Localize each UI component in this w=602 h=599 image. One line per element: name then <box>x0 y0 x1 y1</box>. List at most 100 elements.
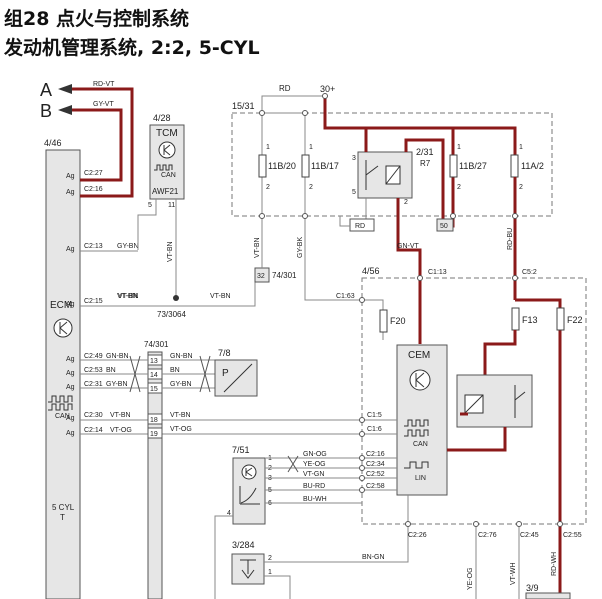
ecm-ag: Ag <box>66 356 75 363</box>
cem-pin: C2:34 <box>366 461 385 468</box>
fuse-11b20: 11B/20 <box>258 113 296 216</box>
connection-nodes <box>259 93 563 527</box>
switch-icon <box>240 559 256 579</box>
tcm-module <box>149 124 185 200</box>
wire-label: VT-OG <box>170 426 192 433</box>
cem-pin: C2:55 <box>563 532 582 539</box>
cem-pin: C1:63 <box>336 293 355 300</box>
wire-label: YE-OG <box>467 567 474 590</box>
cem-pin: C2:52 <box>366 471 385 478</box>
wire-rd-link <box>339 216 350 227</box>
module-751-transistor-icon <box>241 464 257 480</box>
ecm-module <box>45 149 81 599</box>
rd-connector-label: RD <box>355 223 365 230</box>
cem-module <box>396 344 448 496</box>
wire-label: BN <box>106 367 116 374</box>
ecm-transistor-icon <box>53 318 73 338</box>
tcm-pin: 11 <box>168 202 175 209</box>
pin-label: 2 <box>457 184 461 191</box>
relay-ref: 2/31 <box>416 147 434 157</box>
component-ref-39: 3/9 <box>526 583 539 593</box>
pin-label: 1 <box>309 144 313 151</box>
ecm-can-icon <box>48 395 73 411</box>
arrow-a-label: A <box>40 80 52 100</box>
wire-label: GY-BK <box>297 237 304 258</box>
tcm-awf-label: AWF21 <box>152 187 179 196</box>
component-39 <box>525 592 571 599</box>
ecm-ag: Ag <box>66 301 75 308</box>
fuse-label: F22 <box>567 315 583 325</box>
splice-ref: 73/3064 <box>157 310 186 319</box>
arrow-b-label: B <box>40 101 52 121</box>
wire-rd-vt <box>72 87 134 198</box>
wire-label: VT-BN <box>110 412 131 419</box>
wire-label: GN-VT <box>397 243 420 250</box>
connector-ref: 74/301 <box>144 340 169 349</box>
ecm-pin: C2:14 <box>84 427 103 434</box>
svg-text:13: 13 <box>150 358 158 365</box>
tcm-pin: 5 <box>148 202 152 209</box>
relay-name: R7 <box>420 159 431 168</box>
wire-label-gy-vt: GY-VT <box>93 101 114 108</box>
pin-label: 2 <box>309 184 313 191</box>
fuse-f20 <box>379 309 388 333</box>
wire-label: BN-GN <box>362 554 385 561</box>
wire-label: GN-BN <box>106 353 129 360</box>
wire-tcm-pin5 <box>137 199 157 250</box>
cem-lin-icon <box>404 461 429 469</box>
wire-label: GN-OG <box>303 451 327 458</box>
fuse-11b27: 11B/27 <box>443 128 487 228</box>
pin-label: 2 <box>519 184 523 191</box>
cem-pin: C1:6 <box>367 426 382 433</box>
wire-label: RD-BU <box>507 228 514 250</box>
fuse-f13 <box>511 307 520 331</box>
tcm-name: TCM <box>156 128 178 139</box>
wire-label: BU-WH <box>303 496 327 503</box>
wire-label: GY-BN <box>117 243 139 250</box>
cem-pin: C1:5 <box>367 412 382 419</box>
ecm-pin: C2:49 <box>84 353 103 360</box>
svg-text:4: 4 <box>227 510 231 517</box>
tcm-can-label: CAN <box>161 172 176 179</box>
cem-pin: C2:16 <box>366 451 385 458</box>
cem-pin: C2:45 <box>520 532 539 539</box>
ecm-pin: C2:30 <box>84 412 103 419</box>
ecm-ref: 4/46 <box>44 138 62 148</box>
wire-label: VT-BN <box>210 293 231 300</box>
arrow-a-icon <box>58 84 72 94</box>
wire-label: YE-OG <box>303 461 326 468</box>
cem-pin: C2:76 <box>478 532 497 539</box>
sensor-ref: 7/8 <box>218 348 231 358</box>
wire-label: GY-BN <box>106 381 128 388</box>
pin-label: 1 <box>266 144 270 151</box>
wire-label-rd: RD <box>279 84 291 93</box>
wire-gn-vt <box>396 226 422 275</box>
box-50 <box>436 218 454 232</box>
tcm-ref: 4/28 <box>153 113 171 123</box>
ecm-ag: Ag <box>66 430 75 437</box>
twist-icon <box>287 455 299 473</box>
splice-point <box>173 295 179 301</box>
fuse-box-outline <box>231 112 553 217</box>
wire-label: VT-GN <box>303 471 324 478</box>
svg-text:14: 14 <box>150 372 158 379</box>
svg-text:11B/20: 11B/20 <box>268 161 296 171</box>
ecm-bottom-label2: T <box>60 513 65 522</box>
wire-label: VT-BN <box>118 293 139 300</box>
svg-text:19: 19 <box>150 431 158 438</box>
ecm-name: ECM <box>50 300 72 311</box>
page-title: 组28 点火与控制系统 <box>4 8 190 30</box>
wire-3284-pin1 <box>264 575 291 599</box>
cem-can-icon <box>404 419 429 427</box>
tcm-transistor-icon <box>158 141 176 159</box>
ecm-ag: Ag <box>66 370 75 377</box>
wire-label: VT-BN <box>167 241 174 262</box>
ecm-ag: Ag <box>66 246 75 253</box>
fuse-11b17: 11B/17 <box>301 113 339 216</box>
fuse-label: F13 <box>522 315 538 325</box>
wire-label: VT-BN <box>117 293 138 300</box>
wire-30-bus <box>323 96 517 160</box>
box-50-label: 50 <box>440 223 448 230</box>
pin-label: 2 <box>268 555 272 562</box>
